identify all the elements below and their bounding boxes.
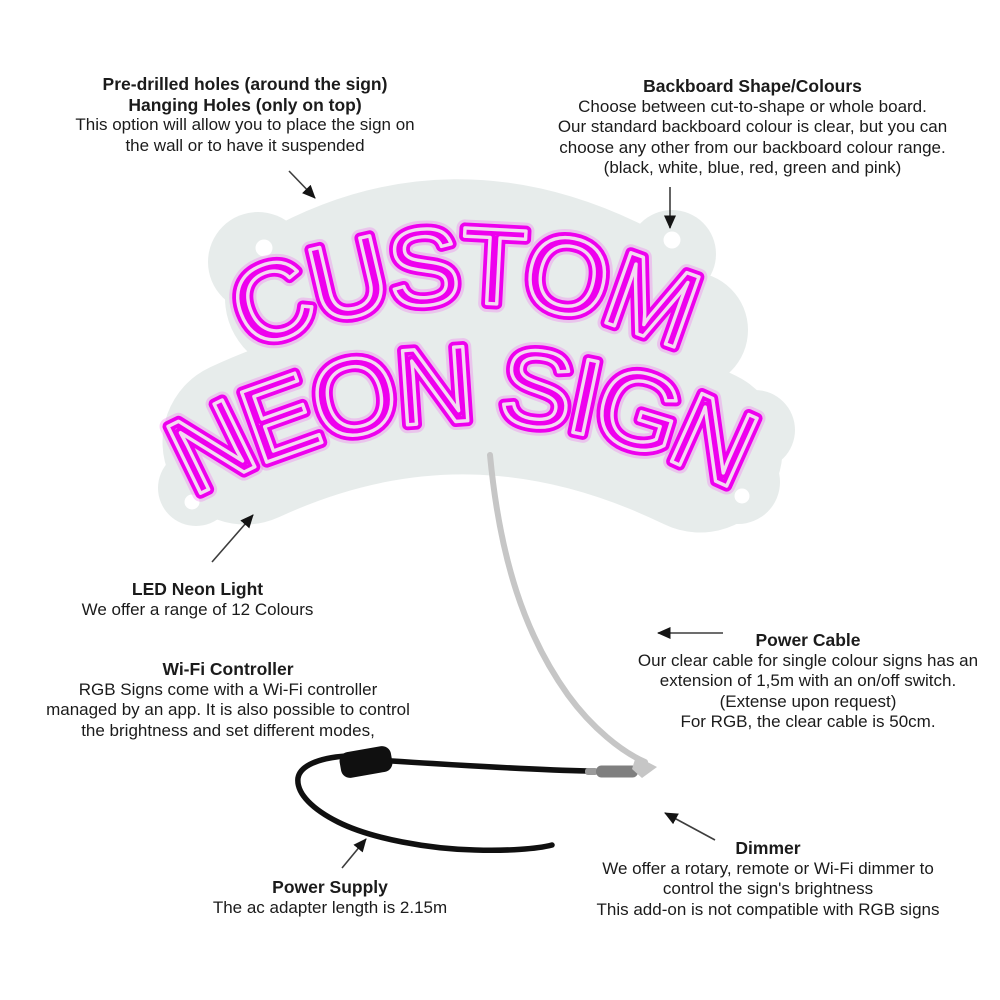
annotation-body: (Extense upon request): [719, 691, 897, 711]
annotation-body: the wall or to have it suspended: [125, 135, 365, 155]
annotation-title: Pre-drilled holes (around the sign): [102, 74, 388, 94]
annotation-title: Dimmer: [735, 838, 801, 858]
annotation-body: Our standard backboard colour is clear, …: [557, 117, 948, 136]
annotation-body: (black, white, blue, red, green and pink…: [603, 158, 902, 177]
annotation-body: RGB Signs come with a Wi-Fi controller: [78, 679, 378, 699]
sign-backboard: [158, 179, 795, 533]
annotation-arrows: [211, 170, 723, 869]
hole-bottom-left: [184, 494, 200, 510]
hole-top-right: [663, 231, 681, 249]
annotation-title: Backboard Shape/Colours: [643, 76, 862, 96]
arrow-dimmer-icon: [664, 812, 716, 841]
black-cable-loop: [295, 753, 555, 853]
annotation-backboard: Backboard Shape/Colours Choose between c…: [530, 76, 975, 179]
clear-cable-tip: [632, 756, 657, 778]
annotation-body: choose any other from our backboard colo…: [559, 137, 946, 157]
wifi-controller-box: [339, 746, 393, 778]
arrow-power-supply-icon: [341, 838, 367, 869]
arrow-predrilled-icon: [288, 170, 316, 199]
annotation-dimmer: Dimmer We offer a rotary, remote or Wi-F…: [582, 838, 954, 920]
annotation-body: the brightness and set different modes,: [81, 720, 375, 740]
annotation-body: extension of 1,5m with an on/off switch.: [659, 671, 957, 690]
annotation-body: For RGB, the clear cable is 50cm.: [680, 712, 936, 731]
annotation-body: managed by an app. It is also possible t…: [46, 700, 410, 719]
cable-connector: [585, 756, 657, 778]
black-cable-right: [389, 758, 591, 774]
pre-drilled-holes: [184, 231, 750, 510]
hole-bottom-right: [734, 488, 750, 504]
hole-top-left: [255, 239, 273, 257]
power-supply-cable: [295, 753, 591, 853]
annotation-body: The ac adapter length is 2.15m: [212, 897, 448, 917]
annotation-body: We offer a range of 12 Colours: [81, 599, 314, 619]
annotation-title: Hanging Holes (only on top): [128, 94, 362, 115]
annotation-predrilled-holes: Pre-drilled holes (around the sign) Hang…: [55, 74, 435, 156]
annotation-title: Power Cable: [755, 630, 861, 650]
annotation-body: This add-on is not compatible with RGB s…: [596, 899, 940, 919]
annotation-body: Choose between cut-to-shape or whole boa…: [578, 96, 927, 116]
arrow-led-icon: [211, 514, 254, 563]
annotation-power-supply: Power Supply The ac adapter length is 2.…: [175, 877, 485, 918]
annotation-led-neon-light: LED Neon Light We offer a range of 12 Co…: [40, 579, 355, 620]
annotation-title: Wi-Fi Controller: [162, 659, 294, 679]
annotation-body: Our clear cable for single colour signs …: [637, 650, 979, 670]
annotation-power-cable: Power Cable Our clear cable for single c…: [622, 630, 994, 733]
annotation-body: This option will allow you to place the …: [75, 115, 415, 134]
annotation-body: control the sign's brightness: [662, 879, 874, 898]
annotation-title: LED Neon Light: [131, 579, 264, 599]
annotation-wifi-controller: Wi-Fi Controller RGB Signs come with a W…: [38, 659, 418, 741]
annotation-title: Power Supply: [272, 877, 388, 897]
annotation-body: We offer a rotary, remote or Wi-Fi dimme…: [602, 858, 934, 878]
clear-power-cable: [487, 452, 648, 765]
